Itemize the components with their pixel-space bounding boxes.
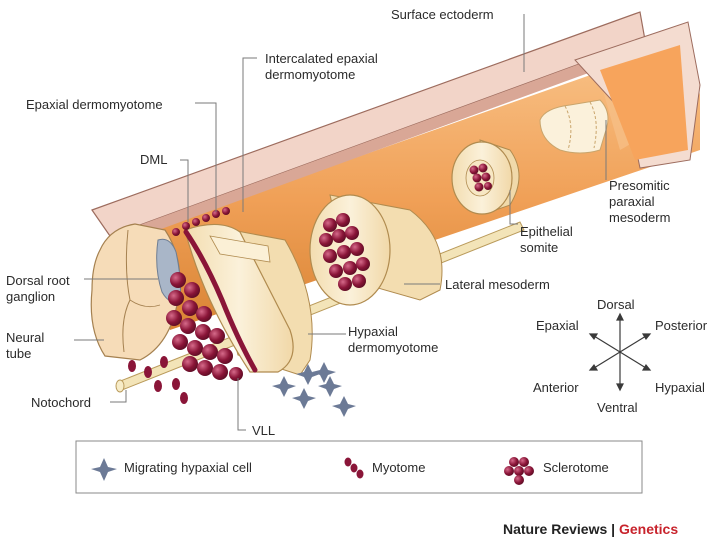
migrating-cells: [272, 362, 356, 417]
front-sclerotome-cells: [166, 272, 243, 381]
legend-sclerotome-icon: [504, 457, 534, 485]
labels: Surface ectoderm Intercalated epaxial de…: [6, 7, 670, 438]
label-presomitic-line1: Presomitic: [609, 178, 670, 193]
label-lateral-mesoderm: Lateral mesoderm: [445, 277, 550, 292]
label-epithelial-line1: Epithelial: [520, 224, 573, 239]
epithelial-somite: [451, 139, 520, 215]
axis-epaxial: Epaxial: [536, 318, 579, 333]
credit-section: Genetics: [619, 521, 678, 537]
myotome-drops: [128, 356, 188, 404]
label-epaxial-dermomyotome: Epaxial dermomyotome: [26, 97, 163, 112]
legend-myotome-icon: [344, 457, 364, 479]
legend: Migrating hypaxial cell Myotome Scleroto…: [75, 440, 643, 494]
legend-myotome-label: Myotome: [372, 460, 425, 475]
axis-ventral: Ventral: [597, 400, 638, 415]
label-dorsal-root-line2: ganglion: [6, 289, 55, 304]
label-dorsal-root-line1: Dorsal root: [6, 273, 70, 288]
middle-somite: [309, 194, 443, 306]
label-presomitic-line2: paraxial: [609, 194, 655, 209]
label-neural-line2: tube: [6, 346, 31, 361]
somite-core-cells: [469, 163, 492, 192]
label-hypaxial-line2: dermomyotome: [348, 340, 438, 355]
journal-credit: Nature Reviews | Genetics: [503, 521, 678, 537]
axis-anterior: Anterior: [533, 380, 579, 395]
dml-cells: [172, 207, 230, 236]
label-epithelial-line2: somite: [520, 240, 558, 255]
label-presomitic-line3: mesoderm: [609, 210, 670, 225]
legend-migrating-label: Migrating hypaxial cell: [124, 460, 252, 475]
label-hypaxial-line1: Hypaxial: [348, 324, 398, 339]
leader-lines: [74, 14, 607, 431]
front-somite: [128, 207, 313, 404]
credit-journal: Nature Reviews: [503, 521, 607, 537]
axis-hypaxial: Hypaxial: [655, 380, 705, 395]
credit-separator: |: [607, 521, 619, 537]
label-neural-line1: Neural: [6, 330, 44, 345]
label-intercalated-line2: dermomyotome: [265, 67, 355, 82]
middle-sclerotome-cells: [319, 213, 370, 291]
label-surface-ectoderm: Surface ectoderm: [391, 7, 494, 22]
label-intercalated-line1: Intercalated epaxial: [265, 51, 378, 66]
orientation-compass: Dorsal Epaxial Posterior Anterior Hypaxi…: [533, 297, 708, 415]
label-notochord: Notochord: [31, 395, 91, 410]
svg-text:Nature Reviews | Genetics: Nature Reviews | Genetics: [503, 521, 678, 537]
surface-ectoderm-sheet: [91, 11, 701, 247]
legend-sclerotome-label: Sclerotome: [543, 460, 609, 475]
axis-dorsal: Dorsal: [597, 297, 635, 312]
label-vll: VLL: [252, 423, 275, 438]
axis-posterior: Posterior: [655, 318, 708, 333]
legend-migrating-icon: [91, 458, 117, 481]
label-dml: DML: [140, 152, 167, 167]
